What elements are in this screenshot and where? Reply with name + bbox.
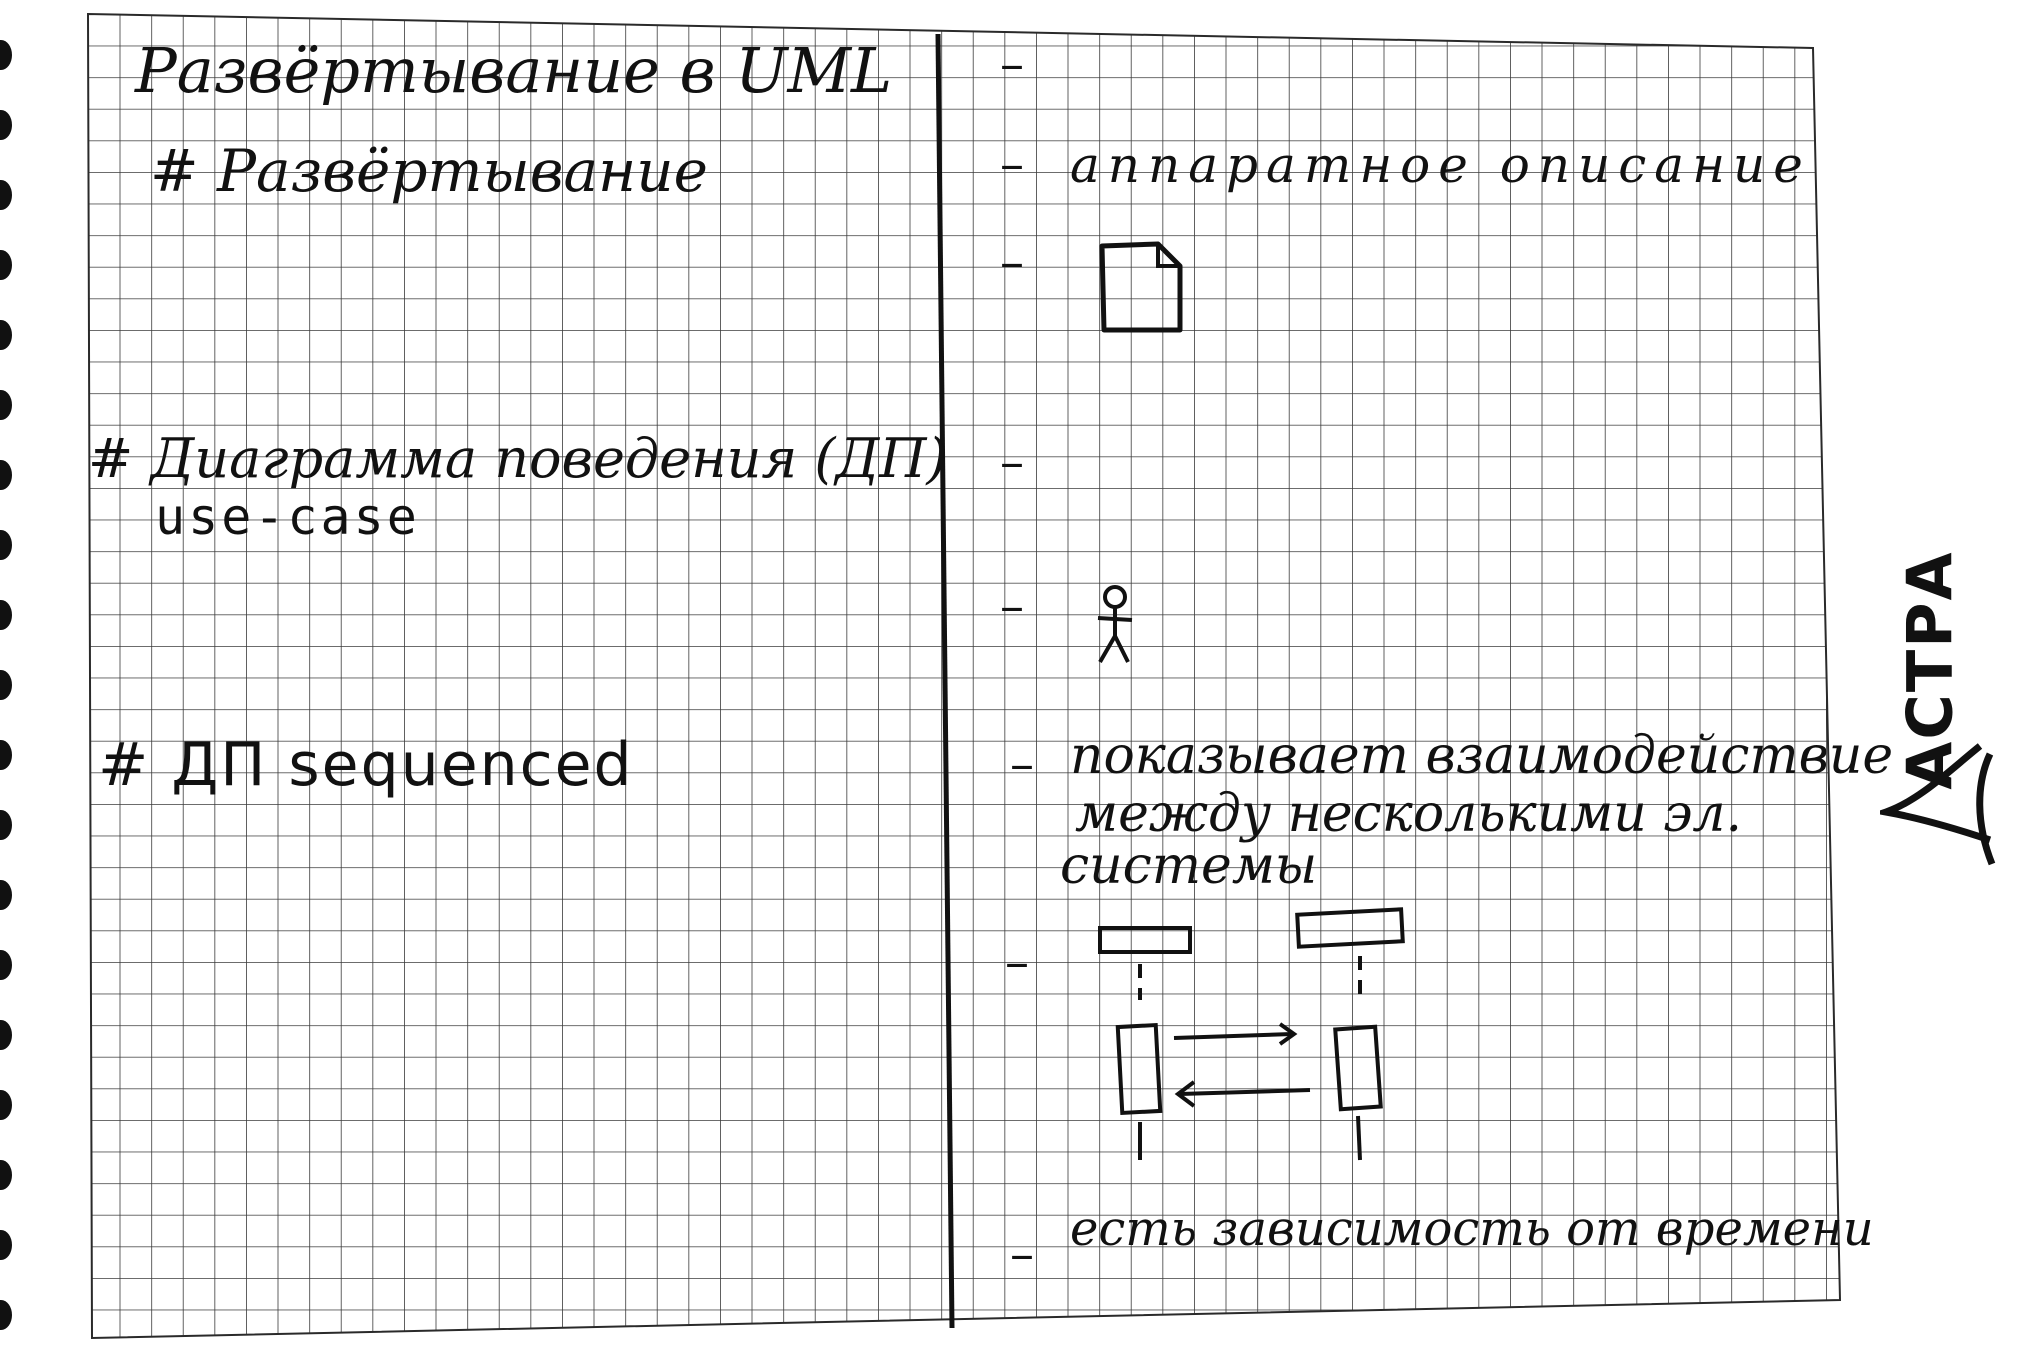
bullet-dash-1: – — [1000, 36, 1024, 92]
stick-figure-icon — [1097, 585, 1133, 663]
heading-deployment: # Развёртывание — [150, 137, 708, 205]
bullet-dash-7: – — [1005, 934, 1029, 990]
hardware-description-text: аппаратное описание — [1070, 136, 1811, 194]
bullet-dash-8: – — [1010, 1226, 1034, 1282]
interaction-text-line-2: между несколькими эл. — [1075, 784, 1743, 844]
bullet-dash-3: – — [1000, 234, 1024, 290]
sequence-diagram-icon — [1098, 907, 1405, 1161]
heading-behavior-diagram: # Диаграмма поведения (ДП) — [88, 427, 948, 490]
page-title: Развёртывание в UML — [135, 34, 893, 107]
heading-sequence-diagram: # ДП sequenced — [98, 730, 634, 800]
interaction-text-line-1: показывает взаимодействие — [1070, 726, 1894, 786]
interaction-text-line-3: системы — [1060, 836, 1318, 896]
time-dependency-text: есть зависимость от времени — [1070, 1201, 1874, 1257]
bullet-dash-5: – — [1000, 578, 1024, 634]
use-case-label: use-case — [155, 488, 420, 546]
astra-logo-icon — [1880, 743, 1996, 866]
bullet-dash-4: – — [1000, 434, 1024, 490]
document-icon — [1099, 241, 1183, 333]
bullet-dash-6: – — [1010, 736, 1034, 792]
bullet-dash-2: – — [1000, 136, 1024, 192]
